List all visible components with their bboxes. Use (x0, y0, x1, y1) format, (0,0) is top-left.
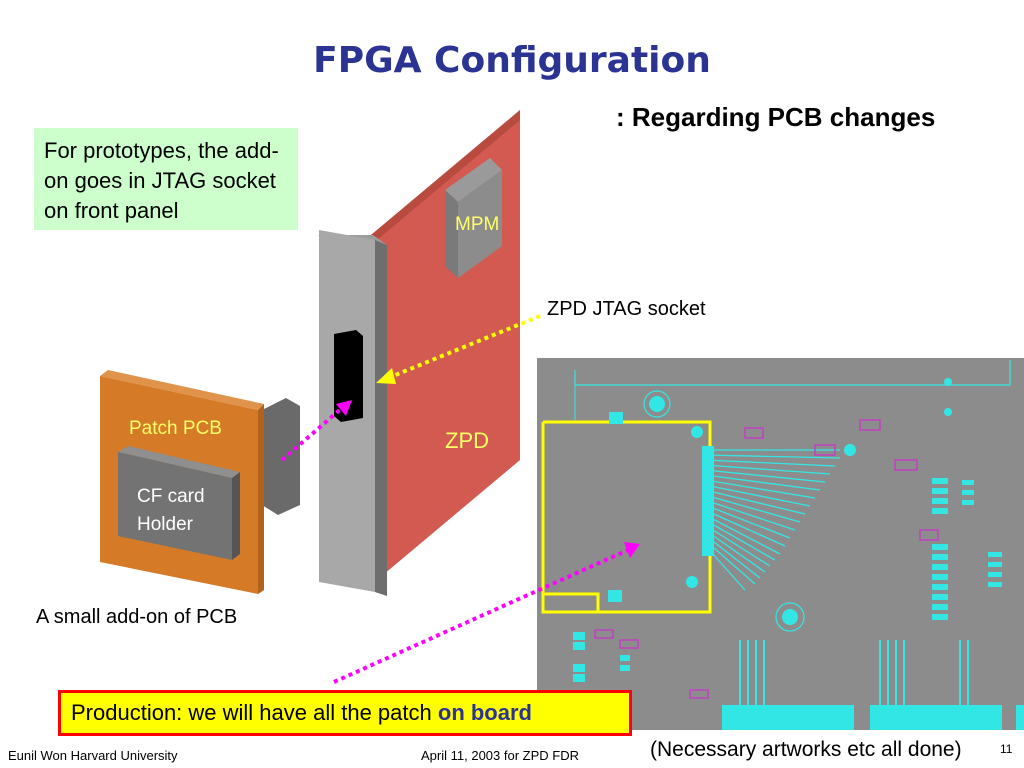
cf-card-label-line2: Holder (137, 514, 193, 535)
arrow-patch-to-socket (280, 400, 352, 462)
footer-author: Eunil Won Harvard University (8, 748, 178, 763)
mpm-label: MPM (455, 214, 500, 235)
production-note: Production: we will have all the patch o… (58, 690, 632, 736)
cf-card-holder (118, 446, 240, 560)
pcb-layout-image (537, 358, 1024, 730)
zpd-jtag-socket-label: ZPD JTAG socket (547, 298, 706, 320)
mpm-chip (445, 158, 502, 278)
arrow-to-jtag-socket (376, 314, 541, 384)
page-number: 11 (1000, 742, 1013, 756)
artworks-note: (Necessary artworks etc all done) (650, 738, 962, 761)
production-text: Production: we will have all the patch (71, 700, 438, 725)
patch-pcb-label: Patch PCB (129, 418, 222, 439)
arrow-production-to-pcb (333, 542, 640, 684)
slide-subtitle: : Regarding PCB changes (616, 102, 936, 132)
slide-title: FPGA Configuration (313, 40, 711, 81)
production-emphasis: on board (437, 700, 532, 725)
cf-card-label-line1: CF card (137, 486, 205, 507)
footer-date: April 11, 2003 for ZPD FDR (421, 748, 579, 763)
prototype-note: For prototypes, the add-on goes in JTAG … (34, 128, 298, 230)
zpd-label: ZPD (445, 428, 489, 453)
small-addon-label: A small add-on of PCB (36, 606, 238, 628)
front-panel (318, 230, 387, 596)
